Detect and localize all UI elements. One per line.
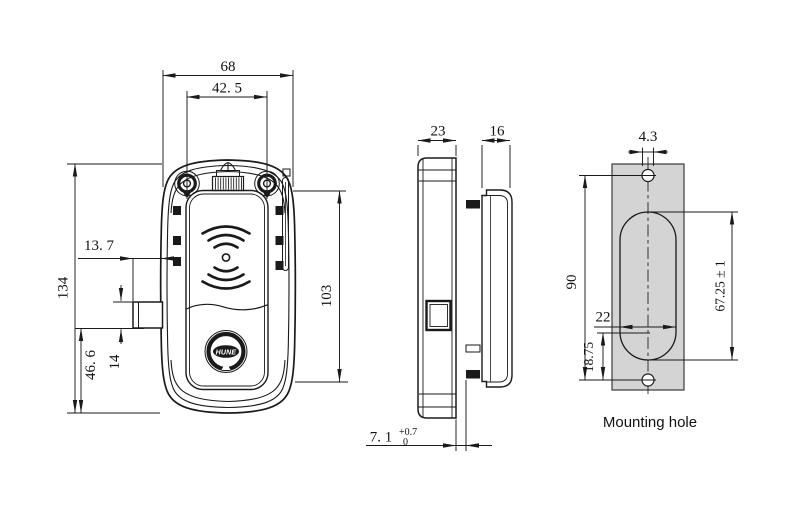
dim-label-16: 16 (490, 124, 506, 140)
dim-label-14: 14 (107, 354, 123, 370)
dim-label-67-25: 67.25 ± 1 (713, 260, 728, 311)
front-view: HUNE (56, 59, 348, 414)
side-view: 23 16 7. 1 +0.7 0 (366, 124, 513, 451)
front-dimensions: 68 42. 5 134 13. 7 (56, 59, 348, 414)
dim-label-68: 68 (221, 59, 236, 75)
front-body-outline (159, 159, 297, 414)
side-latch-profile (425, 299, 452, 332)
dim-overall-height: 134 (56, 163, 162, 414)
side-clamp-pads (465, 200, 481, 379)
dim-hole-dia: 4.3 (628, 129, 668, 166)
dim-label-22: 22 (596, 310, 611, 326)
front-center-panel (185, 189, 269, 391)
mounting-slot (619, 211, 677, 361)
dim-panel-gap: 7. 1 +0.7 0 (366, 380, 492, 451)
mounting-hole-view: 4.3 90 67.25 ± 1 22 18 (564, 129, 738, 431)
dim-label-90: 90 (564, 275, 580, 290)
dim-label-7-1: 7. 1 (370, 430, 393, 446)
mounting-dimensions: 4.3 90 67.25 ± 1 22 18 (564, 129, 738, 381)
dim-label-46-6: 46. 6 (83, 350, 99, 381)
dim-screw-spacing: 42. 5 (186, 81, 268, 199)
logo-button: HUNE (204, 330, 248, 373)
side-dimensions: 23 16 7. 1 +0.7 0 (366, 124, 511, 451)
dim-overall-width: 68 (162, 59, 294, 187)
rfid-waves-icon (201, 225, 251, 290)
knurled-knob (211, 161, 245, 192)
side-front-body (417, 157, 457, 419)
latch-bolt (132, 301, 164, 329)
dim-label-tol-lower: 0 (403, 437, 408, 448)
battery-cover-split-line (186, 303, 268, 311)
dim-latch-height: 14 (107, 285, 133, 370)
dim-slot-height: 67.25 ± 1 (650, 211, 738, 361)
mounting-hole-caption: Mounting hole (603, 414, 697, 431)
side-rear-unit (481, 189, 513, 388)
dim-label-tol-upper: +0.7 (399, 427, 417, 438)
dim-latch-protrusion: 13. 7 (78, 238, 177, 301)
dim-slot-width: 22 (594, 310, 676, 330)
dim-label-42-5: 42. 5 (212, 81, 242, 97)
right-slot-strip (282, 168, 291, 271)
brand-logo-text: HUNE (216, 349, 237, 356)
dim-hole-to-slot: 18.75 (581, 332, 650, 380)
dim-hole-spacing: 90 (564, 175, 656, 381)
dim-rear-depth: 16 (481, 124, 511, 188)
dim-label-4-3: 4.3 (639, 129, 658, 145)
dim-label-13-7: 13. 7 (84, 238, 115, 254)
dim-latch-to-bottom: 46. 6 (75, 328, 144, 413)
dim-label-23: 23 (431, 124, 446, 140)
dim-right-height: 103 (293, 190, 348, 383)
side-clips (173, 206, 284, 270)
dim-label-18-75: 18.75 (581, 342, 596, 373)
dim-front-depth: 23 (417, 124, 457, 156)
dim-label-103: 103 (319, 285, 335, 308)
dim-label-134: 134 (56, 276, 72, 299)
